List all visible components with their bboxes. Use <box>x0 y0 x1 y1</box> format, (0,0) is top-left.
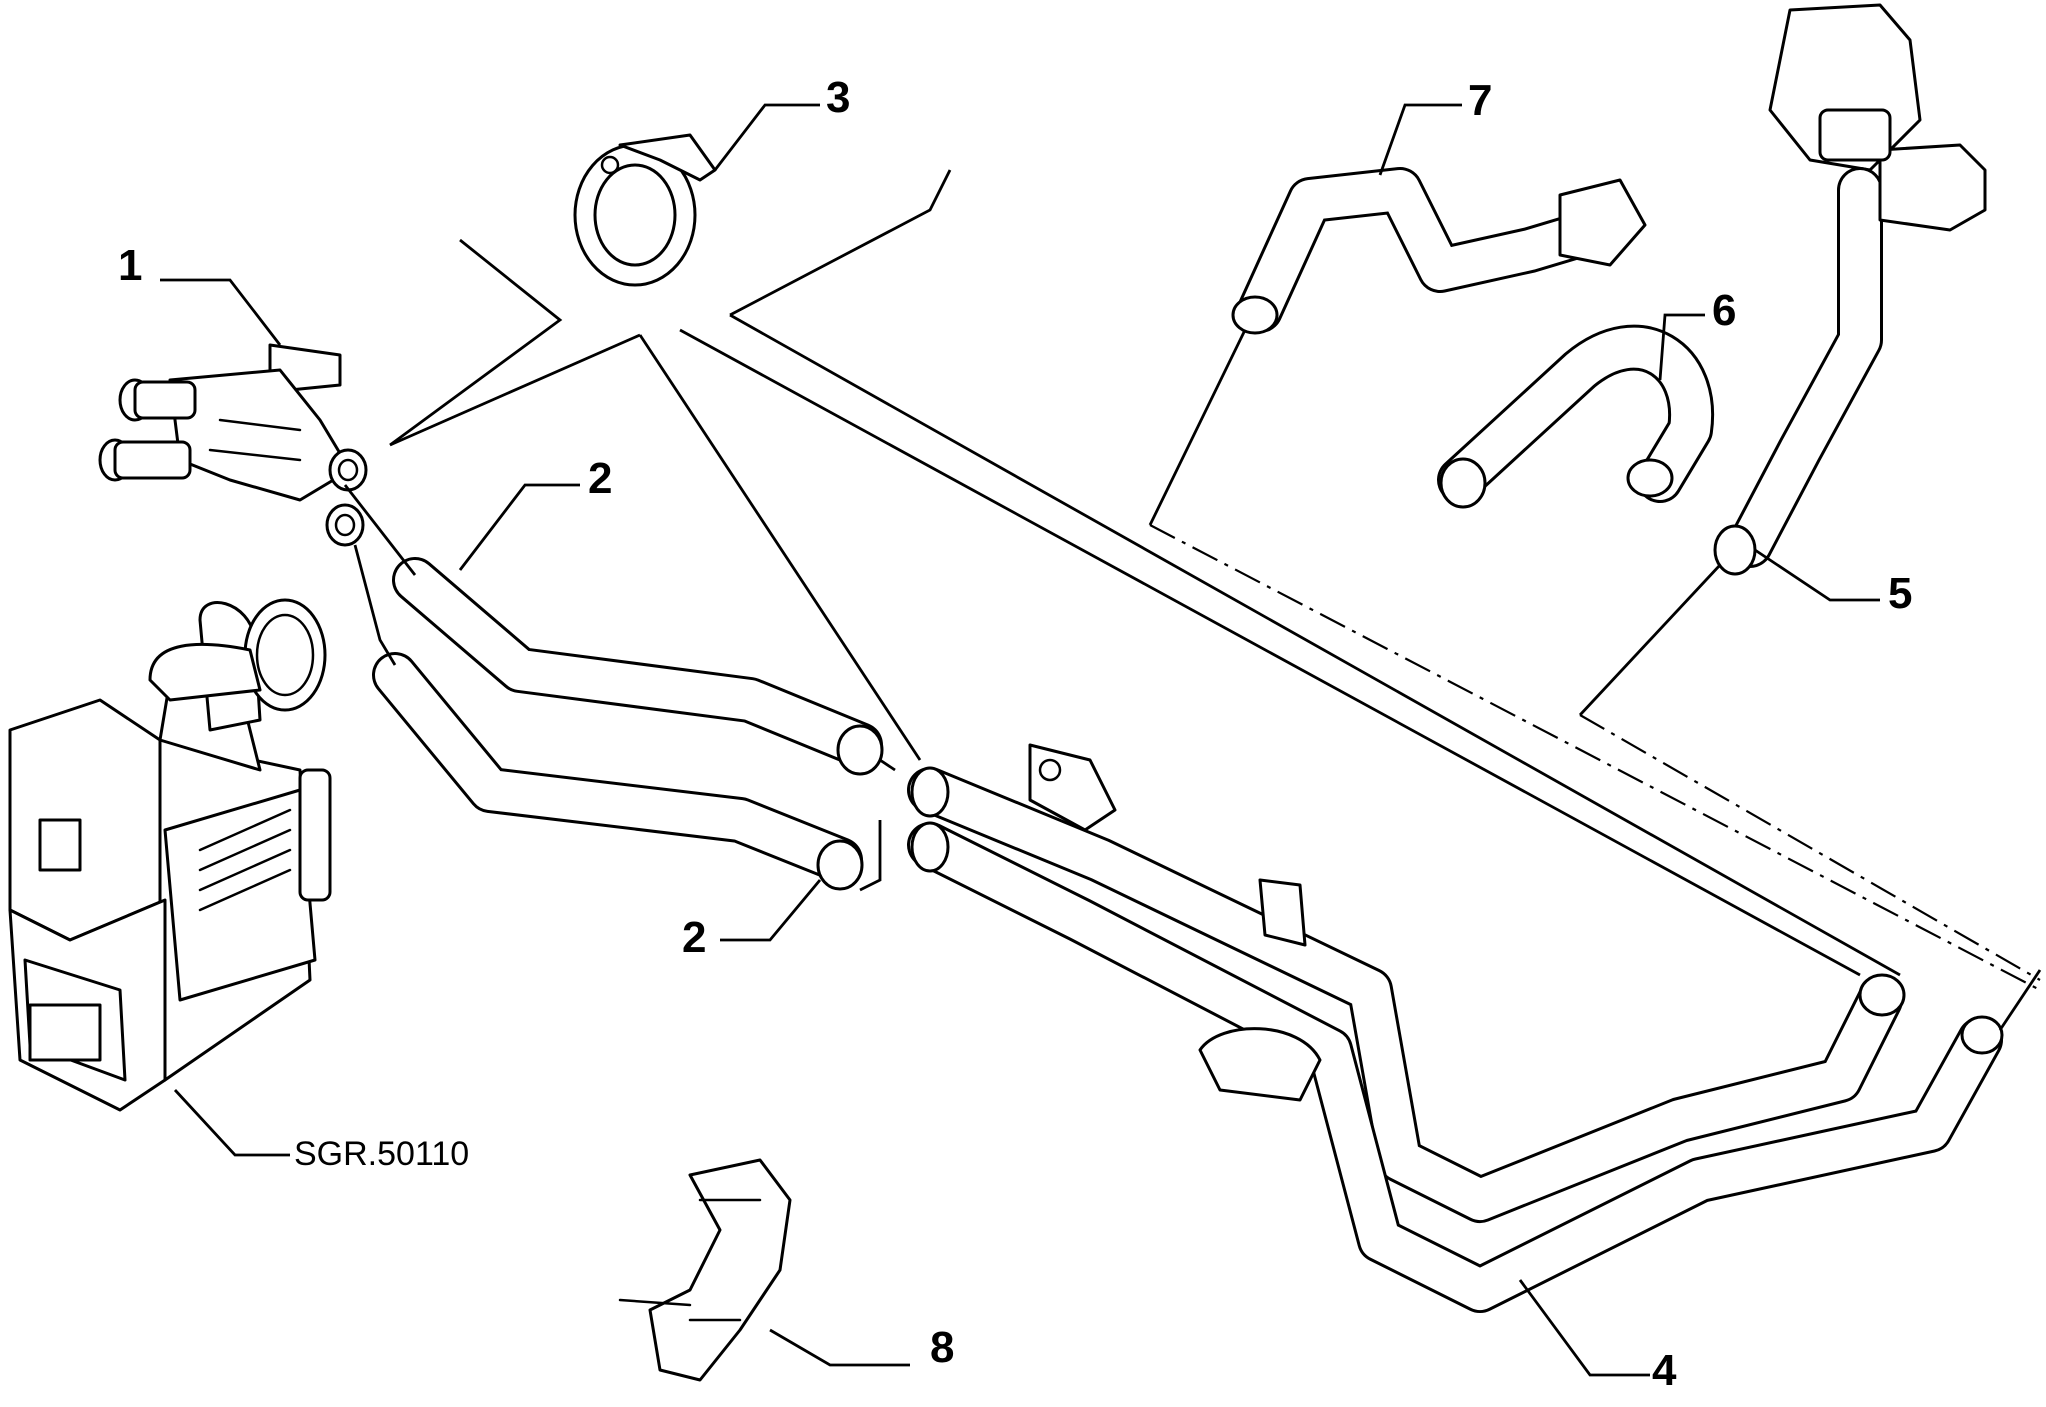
callout-2-upper: 2 <box>588 454 612 503</box>
callout-1: 1 <box>118 241 142 290</box>
callout-6: 6 <box>1712 286 1736 335</box>
callout-5: 5 <box>1888 569 1912 618</box>
heater-unit <box>8 598 332 1112</box>
part-6-u-hose <box>1437 324 1715 509</box>
callout-leaders <box>160 103 1880 1377</box>
part-7-s-hose <box>1231 167 1647 335</box>
callout-4: 4 <box>1652 1346 1677 1395</box>
callout-3: 3 <box>826 73 850 122</box>
callout-labels: 1 2 2 3 4 5 6 7 8 SGR.50110 <box>118 73 1912 1395</box>
assembly-lines <box>343 169 2042 1031</box>
part-2-heater-hoses <box>372 557 884 891</box>
callout-2-lower: 2 <box>682 913 706 962</box>
callout-7: 7 <box>1468 76 1492 125</box>
part-1-valve-assembly <box>98 343 368 547</box>
part-8-bracket <box>618 1158 792 1382</box>
callout-8: 8 <box>930 1323 954 1372</box>
part-3-hose-clamp <box>573 133 717 287</box>
part-4-pipe-assembly <box>907 743 2004 1313</box>
part-5-elbow-hose <box>1713 3 1987 576</box>
reference-code: SGR.50110 <box>294 1135 469 1173</box>
